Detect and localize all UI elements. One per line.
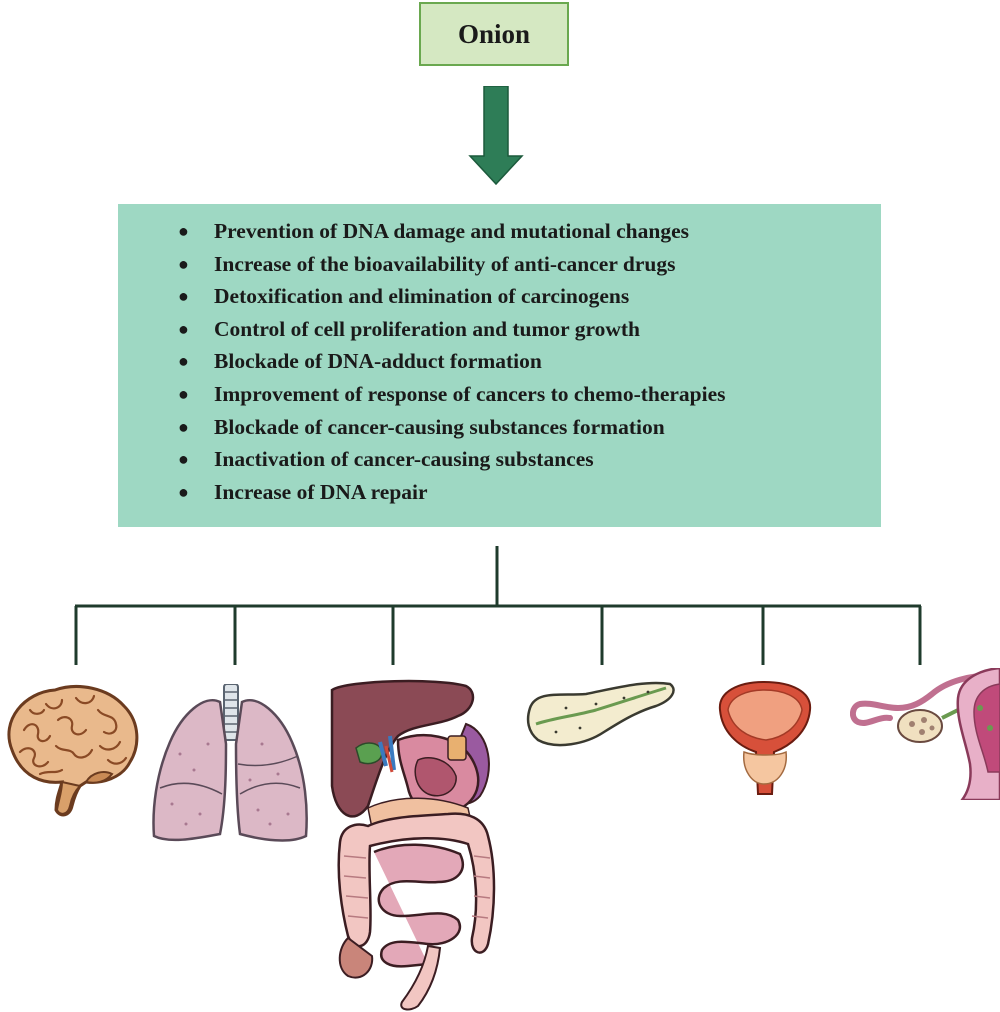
down-arrow-icon (468, 86, 524, 186)
pancreas-icon (526, 681, 675, 747)
effect-item: ●Blockade of DNA-adduct formation (178, 345, 881, 378)
brain-icon (7, 685, 139, 817)
uterus-ovary-icon (850, 668, 1000, 800)
bullet-icon: ● (178, 253, 189, 274)
bullet-icon: ● (178, 318, 189, 339)
effect-item: ●Increase of DNA repair (178, 476, 881, 509)
digestive-system-icon (330, 679, 496, 1011)
onion-box: Onion (419, 2, 569, 66)
effect-item: ●Inactivation of cancer-causing substanc… (178, 443, 881, 476)
onion-label: Onion (457, 18, 531, 49)
effect-item: ●Blockade of cancer-causing substances f… (178, 411, 881, 444)
effect-item: ●Detoxification and elimination of carci… (178, 280, 881, 313)
bullet-icon: ● (178, 481, 189, 502)
tree-connector (74, 546, 922, 665)
bullet-icon: ● (178, 416, 189, 437)
prostate-icon (718, 680, 812, 795)
effect-item: ●Control of cell proliferation and tumor… (178, 313, 881, 346)
effect-item: ●Prevention of DNA damage and mutational… (178, 215, 881, 248)
bullet-icon: ● (178, 286, 189, 307)
effect-item: ●Increase of the bioavailability of anti… (178, 248, 881, 281)
bullet-icon: ● (178, 221, 189, 241)
effect-item: ●Improvement of response of cancers to c… (178, 378, 881, 411)
bullet-icon: ● (178, 351, 189, 372)
bullet-icon: ● (178, 449, 189, 470)
lungs-icon (152, 684, 308, 842)
effects-box: ●Prevention of DNA damage and mutational… (118, 204, 881, 527)
effects-list: ●Prevention of DNA damage and mutational… (178, 215, 881, 508)
bullet-icon: ● (178, 383, 189, 404)
